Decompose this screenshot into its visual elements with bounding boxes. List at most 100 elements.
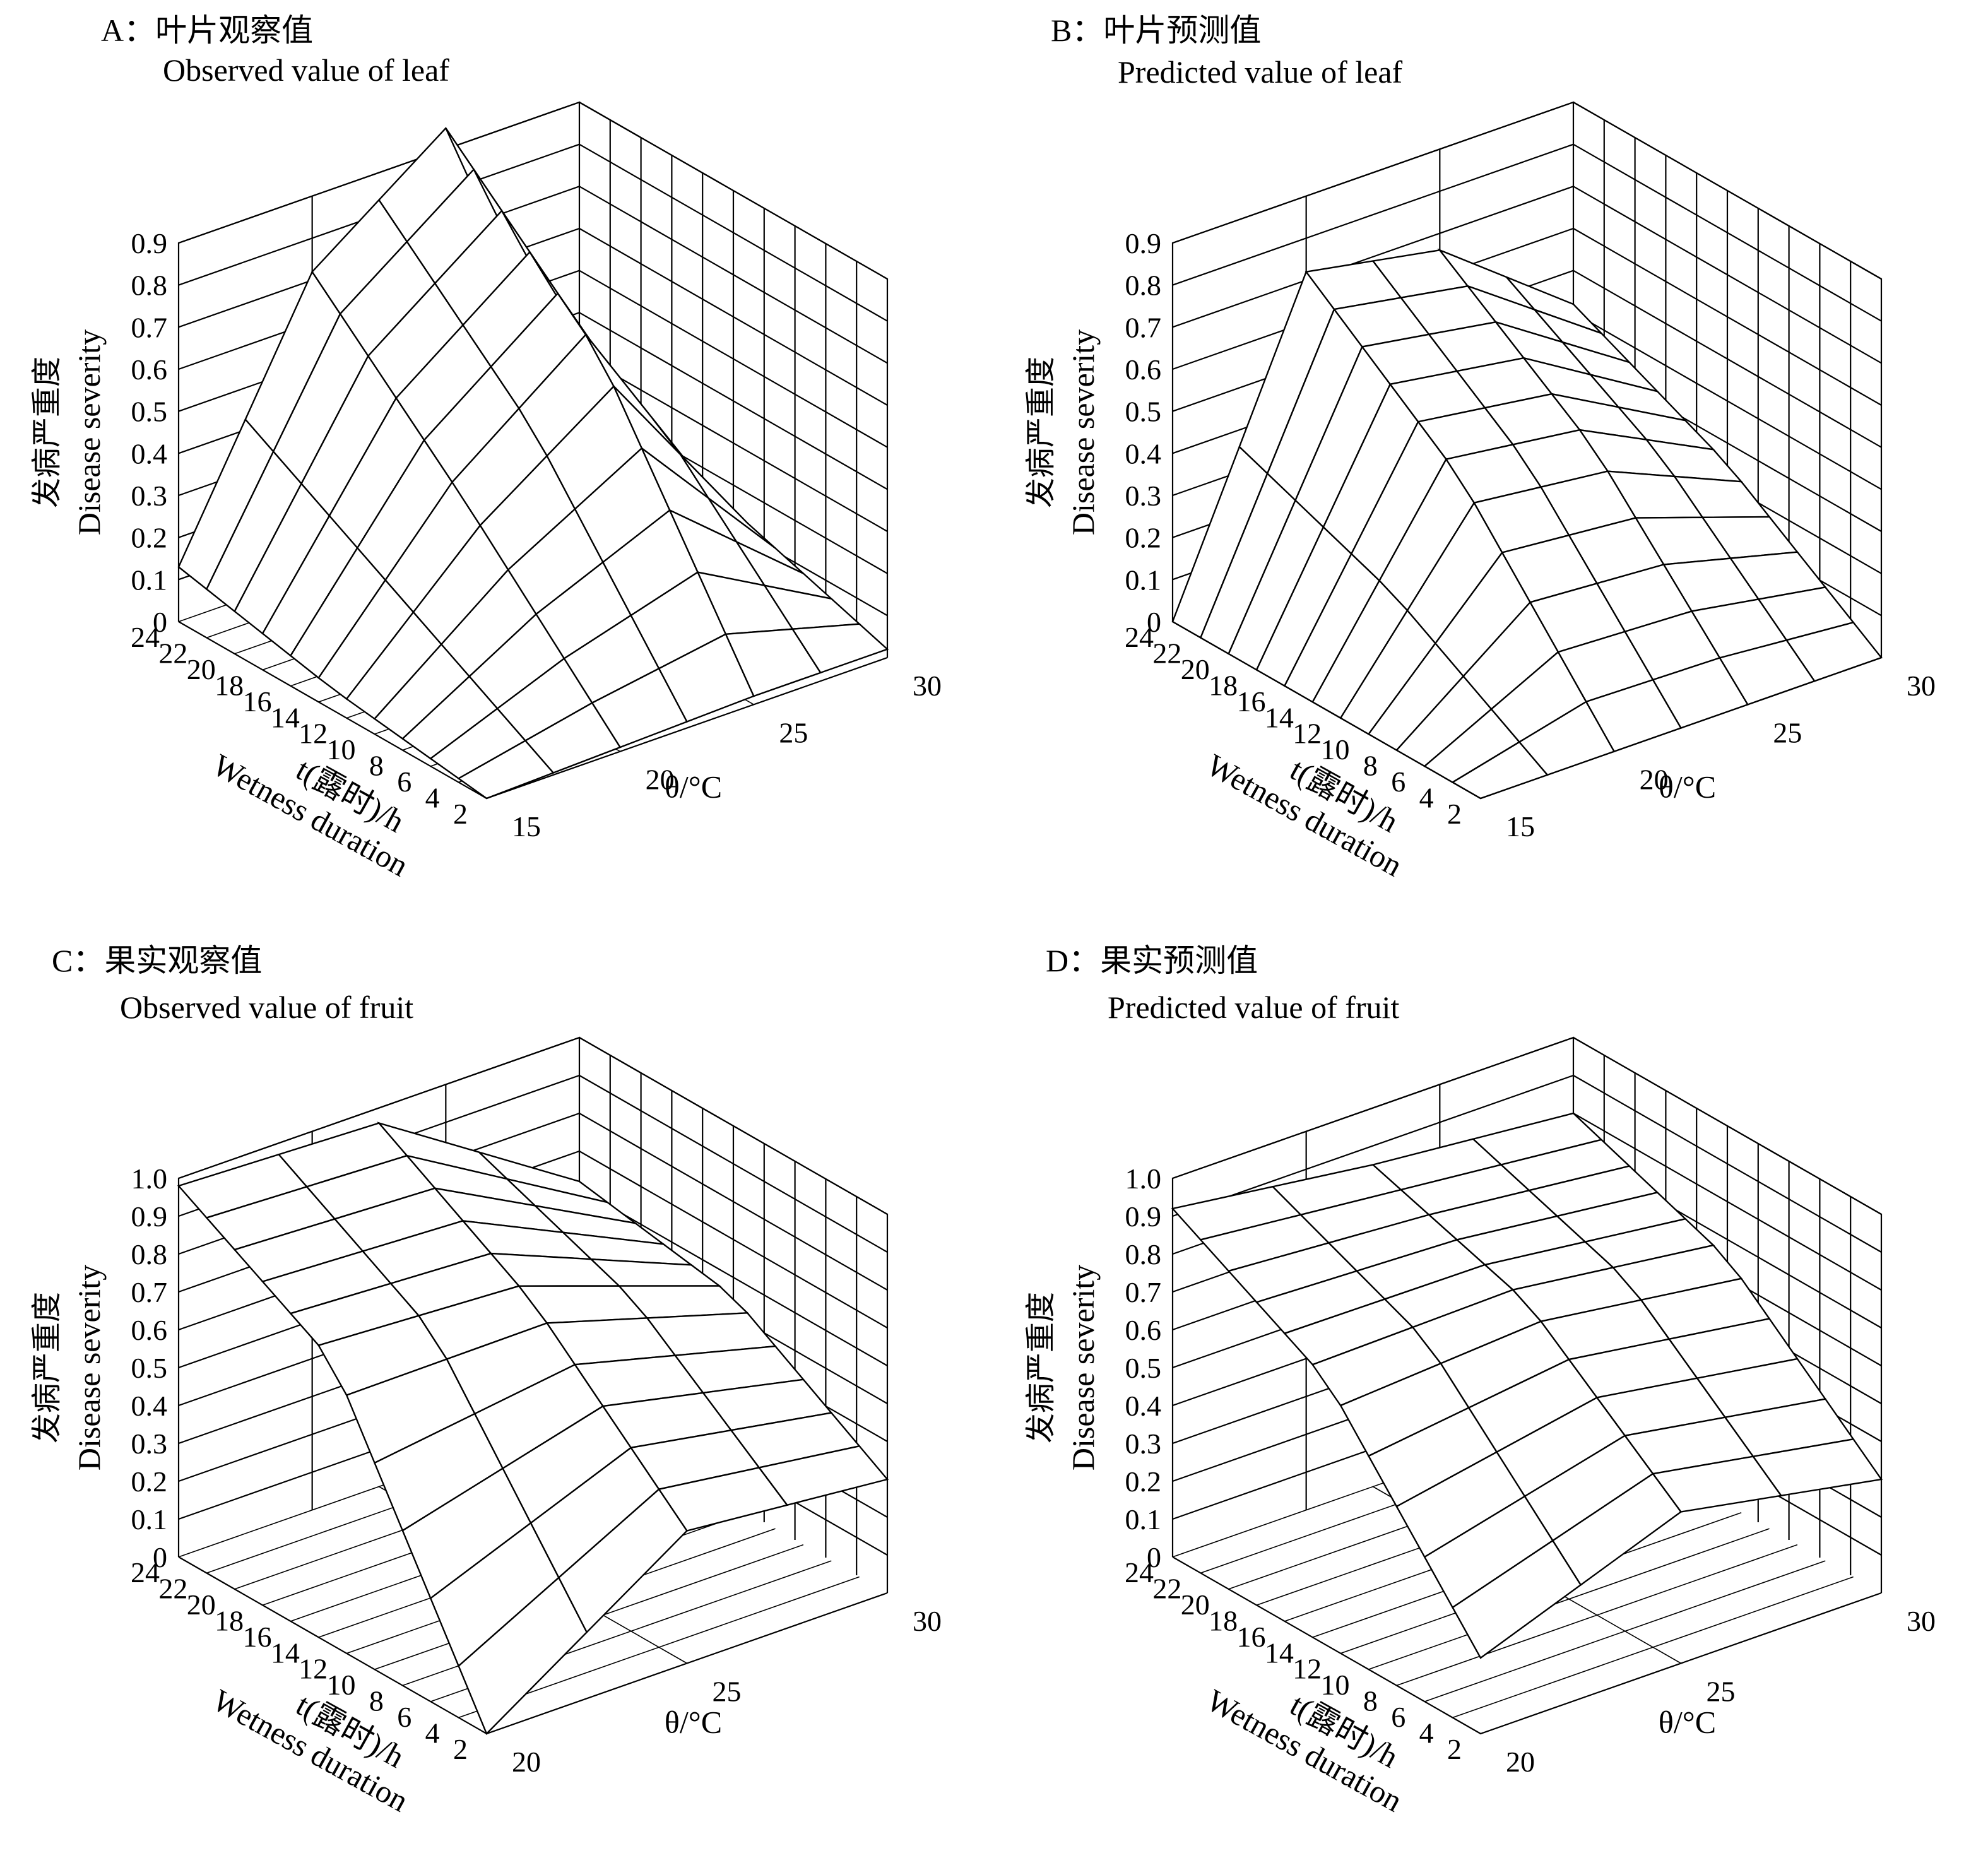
y-axis-label-en: Disease severity — [1065, 1265, 1101, 1471]
y-tick-label: 0.8 — [1125, 269, 1162, 302]
back-gridline — [178, 1036, 580, 1180]
wetness-tick-label: 12 — [299, 1653, 328, 1685]
y-tick-label: 0 — [153, 606, 167, 638]
y-axis-label-en: Disease severity — [71, 329, 107, 535]
wetness-tick-label: 4 — [1419, 782, 1434, 814]
y-tick-label: 0.7 — [131, 311, 168, 343]
temp-tick-label: 20 — [1506, 1746, 1535, 1778]
wetness-tick-label: 18 — [215, 1604, 244, 1636]
wetness-tick-label: 8 — [1363, 1685, 1378, 1717]
y-tick-label: 0.9 — [1125, 227, 1162, 259]
temp-tick-label: 30 — [1907, 670, 1936, 702]
wetness-tick-label: 8 — [369, 750, 384, 782]
z-axis-label: θ/°C — [1659, 769, 1716, 805]
surface-cell — [1785, 621, 1883, 682]
z-axis-label: θ/°C — [665, 1705, 722, 1740]
wetness-tick-label: 2 — [453, 1733, 468, 1765]
wetness-tick-label: 20 — [187, 653, 216, 685]
y-tick-label: 0.9 — [131, 227, 168, 259]
y-tick-label: 0.1 — [131, 1503, 168, 1536]
y-tick-label: 0 — [1147, 606, 1161, 638]
wetness-tick-label: 18 — [1209, 1604, 1238, 1636]
y-axis-label-cn: 发病严重度 — [1024, 1292, 1058, 1443]
y-tick-label: 0.7 — [1125, 311, 1162, 343]
surface-mesh — [1171, 248, 1883, 800]
panel-title-cn: A：叶片观察值 — [101, 13, 314, 48]
wetness-tick-label: 24 — [131, 1556, 160, 1589]
wetness-tick-label: 12 — [299, 718, 328, 750]
y-tick-label: 0.7 — [131, 1276, 168, 1308]
y-tick-label: 0.1 — [1125, 564, 1162, 596]
wetness-tick-label: 4 — [425, 782, 440, 814]
y-tick-label: 0.8 — [131, 269, 168, 302]
wetness-tick-label: 4 — [1419, 1717, 1434, 1749]
wetness-tick-label: 14 — [1265, 701, 1294, 733]
panel-b: B：叶片预测值 Predicted value of leaf 0 0.1 0.2 0… — [994, 0, 1988, 935]
back-gridline — [1172, 186, 1574, 328]
floor-gridline — [486, 657, 888, 799]
surface-mesh — [177, 1121, 889, 1736]
back-gridline — [1172, 143, 1574, 286]
plot-group — [177, 1036, 889, 1736]
panel-title-cn: C：果实观察值 — [52, 943, 263, 978]
y-tick-labels: 00.10.20.30.40.50.60.70.80.91.0 — [1125, 1163, 1162, 1573]
wetness-tick-label: 14 — [271, 1636, 300, 1669]
plot-group — [1171, 1036, 1883, 1735]
temp-tick-label: 25 — [779, 716, 808, 749]
wetness-tick-label: 24 — [131, 621, 160, 653]
temp-tick-label: 30 — [913, 670, 942, 702]
y-tick-label: 0.2 — [1125, 522, 1162, 554]
wetness-tick-label: 10 — [327, 733, 356, 766]
surface-cell — [1751, 1438, 1883, 1497]
y-tick-labels: 00.10.20.30.40.50.60.70.80.91.0 — [131, 1163, 168, 1573]
wetness-tick-label: 10 — [1321, 733, 1350, 766]
wetness-tick-label: 18 — [215, 669, 244, 701]
temp-tick-label: 25 — [1773, 716, 1802, 749]
wetness-tick-label: 16 — [1236, 685, 1265, 718]
y-tick-label: 0.5 — [131, 396, 168, 428]
surface-mesh — [1171, 1112, 1883, 1659]
wetness-tick-label: 6 — [1391, 766, 1405, 798]
panel-title-en: Predicted value of leaf — [1118, 54, 1403, 90]
y-tick-label: 0.2 — [131, 1465, 168, 1498]
y-tick-label: 0.7 — [1125, 1276, 1162, 1308]
y-tick-label: 0.2 — [131, 522, 168, 554]
y-tick-label: 0.4 — [1125, 437, 1162, 470]
wetness-tick-label: 10 — [1321, 1669, 1350, 1701]
y-tick-label: 0.9 — [1125, 1200, 1162, 1233]
wetness-tick-label: 22 — [158, 1572, 187, 1604]
back-gridline — [178, 101, 580, 244]
panel-title-cn: B：叶片预测值 — [1051, 13, 1262, 48]
back-gridline — [1172, 1036, 1574, 1180]
back-gridline — [1172, 101, 1574, 244]
temp-tick-label: 20 — [1640, 764, 1669, 796]
wetness-tick-label: 6 — [397, 766, 411, 798]
plot-group — [1171, 101, 1883, 800]
wetness-tick-label: 18 — [1209, 669, 1238, 701]
y-tick-label: 1.0 — [131, 1163, 168, 1195]
y-tick-label: 1.0 — [1125, 1163, 1162, 1195]
surface-mesh — [177, 127, 889, 800]
y-tick-labels: 00.10.20.30.40.50.60.70.80.9 — [1125, 227, 1162, 638]
temp-tick-label: 30 — [913, 1605, 942, 1637]
temp-tick-label: 25 — [713, 1676, 742, 1708]
y-tick-label: 0.4 — [131, 1390, 168, 1422]
y-tick-labels: 00.10.20.30.40.50.60.70.80.9 — [131, 227, 168, 638]
y-tick-label: 0.9 — [131, 1200, 168, 1233]
wetness-tick-label: 8 — [369, 1685, 384, 1717]
surface-plot: 00.10.20.30.40.50.60.70.80.9242220181614… — [30, 101, 942, 883]
y-axis-label-en: Disease severity — [1065, 329, 1101, 535]
wetness-tick-label: 22 — [158, 637, 187, 669]
y-tick-label: 0.8 — [1125, 1238, 1162, 1270]
y-tick-label: 0.4 — [131, 437, 168, 470]
